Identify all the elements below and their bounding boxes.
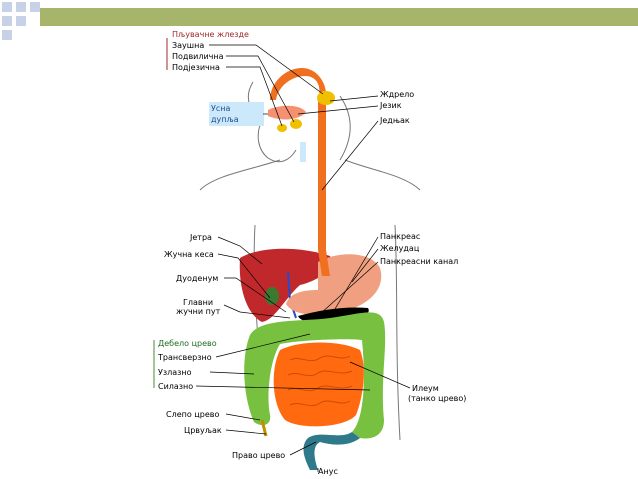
large-intestine-shape	[244, 312, 386, 439]
label-ascending: Узлазно	[158, 368, 192, 377]
label-ileum-1: Илеум	[412, 384, 439, 393]
label-liver: Јетра	[189, 233, 212, 242]
label-ileum-2: (танко црево)	[408, 394, 466, 403]
label-bile-duct-1: Главни	[183, 298, 213, 307]
larynx-shape	[300, 142, 306, 162]
label-descending: Силазно	[158, 382, 193, 391]
label-pancreatic-duct: Панкреасни канал	[380, 257, 458, 266]
label-esophagus: Једњак	[379, 116, 410, 125]
label-anus: Анус	[318, 467, 338, 476]
tongue-shape	[268, 105, 306, 120]
label-pharynx: Ждрело	[380, 90, 414, 99]
label-gallbladder: Жучна кеса	[164, 250, 214, 259]
label-rectum: Право црево	[232, 451, 285, 460]
label-bile-duct-2: жучни пут	[176, 307, 221, 316]
corner-squares	[2, 2, 40, 40]
corner-square	[30, 2, 40, 12]
corner-square	[16, 16, 26, 26]
corner-square	[2, 2, 12, 12]
label-parotid: Заушна	[172, 41, 204, 50]
small-intestine-shape	[273, 342, 364, 427]
label-cecum: Слепо црево	[166, 410, 219, 419]
corner-square	[2, 16, 12, 26]
corner-square	[16, 2, 26, 12]
small-intestine-loops	[287, 355, 353, 407]
submandibular-gland-shape	[290, 119, 302, 129]
label-oral-cavity-2: дупља	[211, 115, 239, 124]
label-sublingual: Подјезична	[172, 63, 220, 72]
liver-shape	[239, 248, 332, 322]
sublingual-gland-shape	[277, 124, 287, 132]
label-transverse: Трансверзно	[157, 353, 212, 362]
label-oral-cavity-1: Усна	[211, 104, 231, 113]
label-tongue: Језик	[379, 101, 402, 110]
label-appendix: Црвуљак	[184, 426, 222, 435]
leader-lines	[195, 44, 411, 472]
slide-corner-decoration	[2, 2, 638, 40]
stomach-shape	[286, 254, 382, 315]
label-pancreas: Панкреас	[380, 232, 420, 241]
label-submandibular: Подвилична	[172, 52, 224, 61]
label-colon-header: Дебело црево	[158, 339, 217, 348]
appendix-shape	[260, 419, 268, 437]
label-salivary-glands-header: Пљувачне жлезде	[172, 30, 249, 39]
corner-title-bar	[40, 8, 638, 26]
label-stomach: Желудац	[380, 244, 420, 253]
label-duodenum: Дуоденум	[176, 274, 218, 283]
oral-cavity-highlight	[209, 102, 264, 126]
corner-square	[2, 30, 12, 40]
parotid-gland-shape	[317, 91, 335, 105]
rectum-shape	[303, 432, 360, 470]
